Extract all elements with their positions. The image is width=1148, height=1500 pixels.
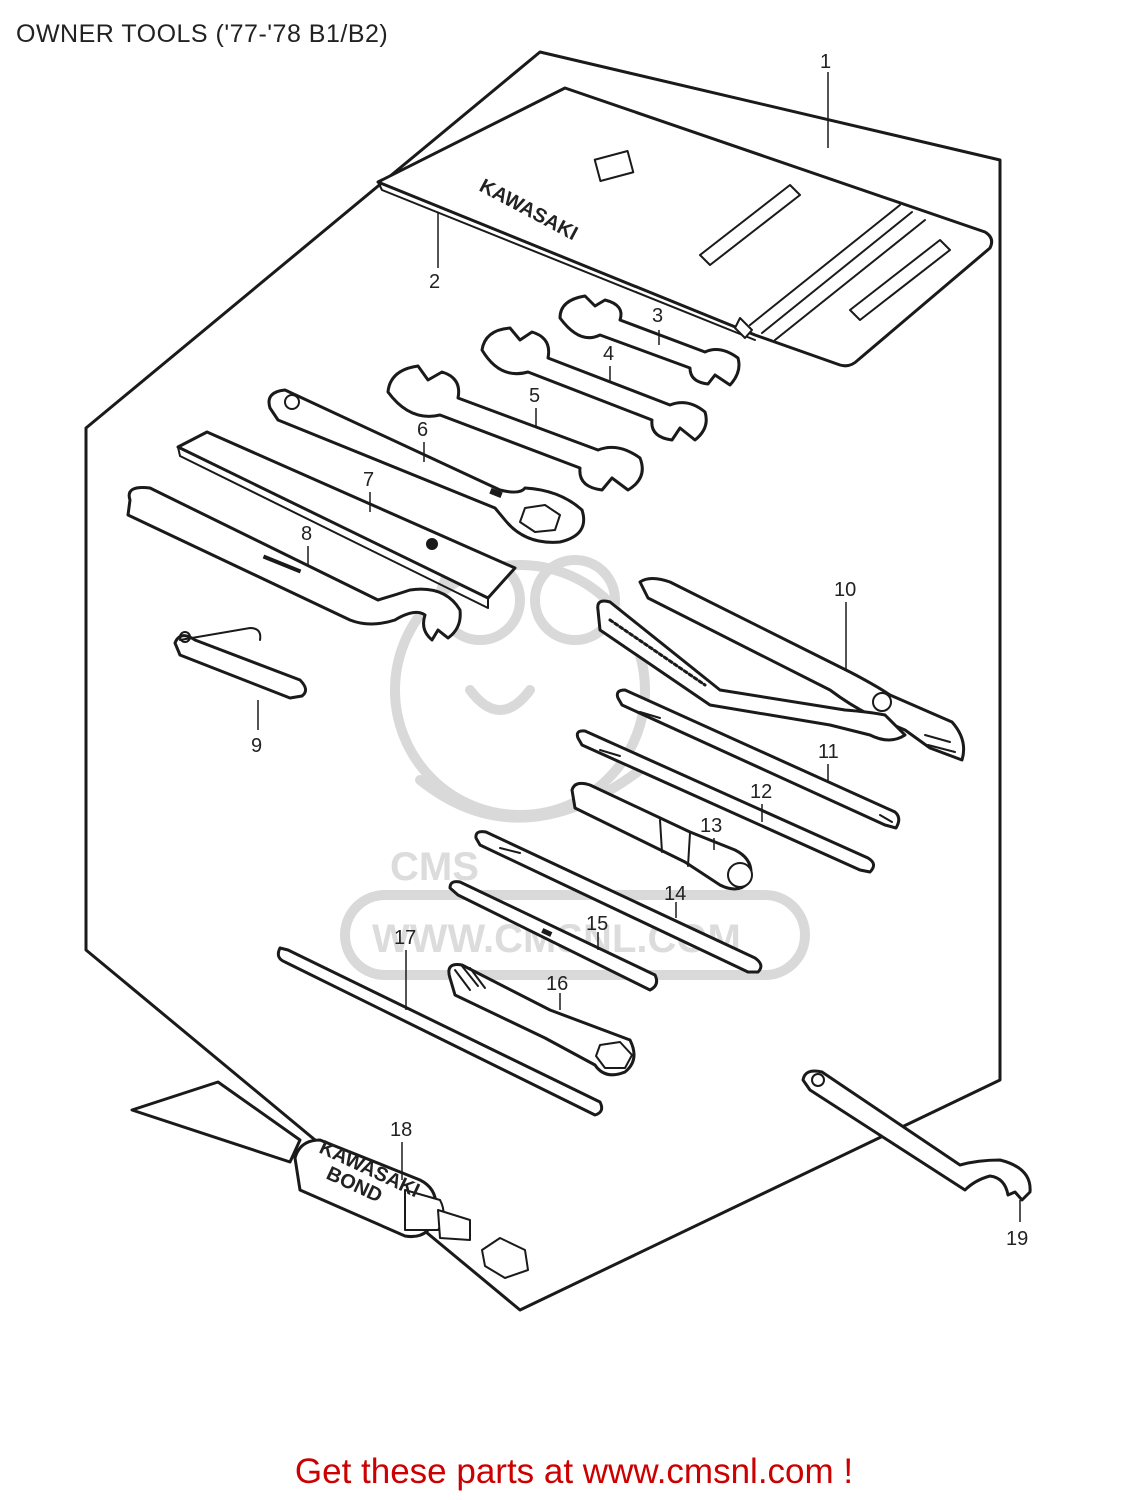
phillips-screwdriver-bit [615,688,901,830]
callout-number-6: 6 [417,419,428,441]
callout-number-17: 17 [394,927,416,949]
screwdriver-handle [570,781,753,891]
callout-number-2: 2 [429,271,440,293]
pliers [596,577,966,762]
hook-spanner-wrench [126,486,462,642]
callout-number-11: 11 [818,741,839,763]
pouch-strap-2 [849,239,951,321]
callout-7: 7 [363,469,374,512]
watermark-logo-text: CMS [390,845,479,889]
callout-10: 10 [834,579,856,670]
callout-number-4: 4 [603,343,614,365]
callout-number-16: 16 [546,973,568,995]
callout-number-7: 7 [363,469,374,491]
callout-15: 15 [586,913,608,950]
callout-number-18: 18 [390,1119,412,1141]
callout-12: 12 [750,781,772,822]
callout-number-14: 14 [664,883,686,905]
callout-number-19: 19 [1006,1228,1028,1250]
callout-1: 1 [820,51,831,148]
callout-18: 18 [390,1119,412,1180]
callout-11: 11 [818,741,839,782]
screwdriver-shaft [474,830,763,974]
tool-kit-outline [84,50,1002,1312]
callout-5: 5 [529,385,540,428]
page-title: OWNER TOOLS ('77-'78 B1/B2) [16,20,389,48]
callout-number-9: 9 [251,735,262,757]
callout-number-12: 12 [750,781,772,803]
open-end-wrench-small [558,294,741,387]
callout-number-10: 10 [834,579,856,601]
callout-6: 6 [417,419,428,462]
callout-17: 17 [394,927,416,1010]
callout-number-8: 8 [301,523,312,545]
small-hex-key-tool [173,627,307,700]
flat-lever-tool [448,880,659,992]
callout-number-13: 13 [700,815,722,837]
flat-screwdriver-bit [575,729,875,874]
callout-2: 2 [429,212,440,293]
callout-14: 14 [664,883,686,918]
tommy-bar [276,946,604,1117]
open-end-wrench-medium [480,326,708,442]
callout-4: 4 [603,343,614,382]
spark-plug-socket [447,963,636,1077]
box-end-wrench [267,388,586,544]
callout-19: 19 [1006,1200,1028,1250]
callout-16: 16 [546,973,568,1010]
tool-pouch: KAWASAKI [376,86,994,368]
pouch-strap-1 [699,184,801,266]
callout-3: 3 [652,305,663,345]
callout-number-1: 1 [820,51,831,73]
kawasaki-bond-tube: KAWASAKI BOND [130,1080,529,1279]
flat-handle-bar [176,430,517,609]
callout-number-15: 15 [586,913,608,935]
callout-number-5: 5 [529,385,540,407]
callout-8: 8 [301,523,312,566]
callout-13: 13 [700,815,722,850]
c-hook-wrench [801,1069,1032,1202]
open-end-wrench-large [386,364,644,492]
pouch-label-square [593,149,635,183]
callout-number-3: 3 [652,305,663,327]
callout-9: 9 [251,700,262,757]
call-to-action-link[interactable]: Get these parts at www.cmsnl.com ! [294,1452,854,1491]
